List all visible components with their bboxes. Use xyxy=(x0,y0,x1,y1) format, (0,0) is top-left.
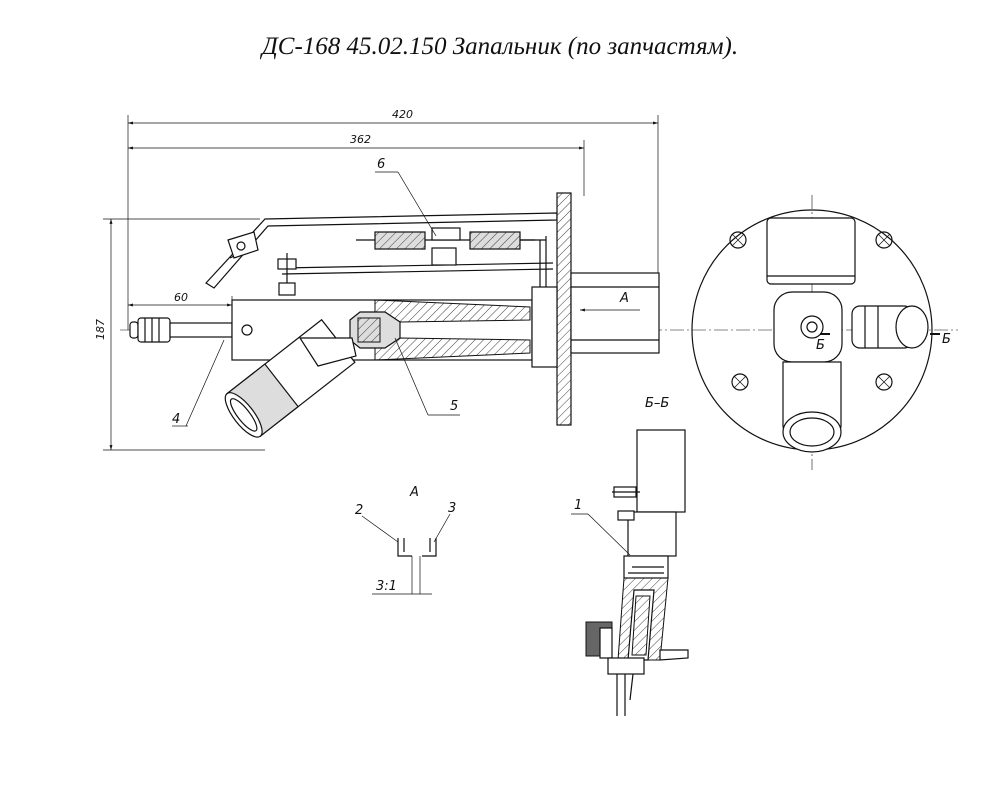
view-a-title: А xyxy=(409,485,419,500)
view-a-arrow-label: А xyxy=(619,291,629,306)
dimension-187: 187 xyxy=(94,218,265,451)
callout-3: 3 xyxy=(448,501,456,516)
dim-187-label: 187 xyxy=(94,319,107,340)
callout-6: 6 xyxy=(377,157,385,172)
dim-60-label: 60 xyxy=(174,291,188,304)
drawing-title: ДС-168 45.02.150 Запальник (по запчастям… xyxy=(261,33,739,60)
callout-2: 2 xyxy=(355,503,363,518)
section-b-right-label: Б xyxy=(942,332,951,347)
dim-362-label: 362 xyxy=(350,133,371,146)
callouts: 6 4 5 xyxy=(172,157,460,427)
callout-4: 4 xyxy=(172,412,180,427)
igniter-side-view: А xyxy=(120,192,958,438)
view-a-scale: 3:1 xyxy=(376,579,397,594)
section-b-left-label: Б xyxy=(816,338,825,353)
flange-end-view: Б Б xyxy=(691,195,951,470)
callout-1: 1 xyxy=(574,498,582,513)
dimension-420: 420 xyxy=(127,108,659,330)
section-bb-view: Б–Б 1 xyxy=(571,396,689,716)
dim-420-label: 420 xyxy=(392,108,413,121)
dimension-362: 362 xyxy=(128,133,585,196)
callout-5: 5 xyxy=(450,399,458,414)
dimension-60: 60 xyxy=(128,291,233,312)
section-bb-title: Б–Б xyxy=(645,396,669,411)
bolt-holes xyxy=(729,231,893,391)
view-a-detail: А 3:1 2 3 xyxy=(355,485,456,595)
